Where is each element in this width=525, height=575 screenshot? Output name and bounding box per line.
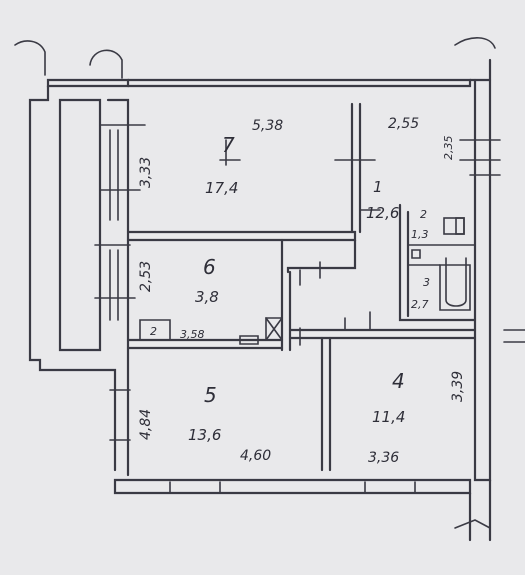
room-4: 4 11,4 xyxy=(372,369,405,426)
dim-room4-depth: 3,39 xyxy=(450,371,466,402)
interior-walls xyxy=(126,102,477,472)
dim-room1-width: 2,55 xyxy=(388,116,419,132)
dim-room7-depth: 3,33 xyxy=(138,157,154,188)
outer-walls xyxy=(14,37,496,542)
dim-room1-depth: 2,35 xyxy=(442,136,455,161)
room-2: 2 1,3 xyxy=(411,208,429,241)
dim-room5-depth: 4,84 xyxy=(138,409,154,440)
room-1-area: 12,6 xyxy=(366,204,399,222)
room-2-area: 1,3 xyxy=(411,228,429,241)
dimension-labels: 5,38 2,55 2,35 3,33 2,53 2 3,58 4,84 4,6… xyxy=(138,116,466,466)
room-1: 1 12,6 xyxy=(366,178,399,222)
dim-room4-width: 3,36 xyxy=(368,450,399,466)
room-7-area: 17,4 xyxy=(205,179,238,197)
room-7: 7 17,4 xyxy=(205,133,238,197)
room-3-number: 3 xyxy=(423,276,430,289)
room-7-number: 7 xyxy=(222,133,235,157)
dim-room6-width: 3,58 xyxy=(180,328,205,341)
dim-room7-width: 5,38 xyxy=(252,118,283,134)
room-6: 6 3,8 xyxy=(195,255,219,306)
room-1-number: 1 xyxy=(373,178,383,196)
room-5-area: 13,6 xyxy=(188,426,221,444)
room-3-area: 2,7 xyxy=(411,298,429,311)
room-3: 3 2,7 xyxy=(411,276,430,311)
room-6-number: 6 xyxy=(203,255,216,279)
room-6-area: 3,8 xyxy=(195,288,219,306)
room-5: 5 13,6 xyxy=(188,383,221,444)
room-5-number: 5 xyxy=(204,383,217,407)
dim-room6-depth: 2,53 xyxy=(138,261,154,292)
room-4-number: 4 xyxy=(392,369,405,393)
room-2-number: 2 xyxy=(420,208,427,221)
closet-label: 2 xyxy=(150,325,157,338)
room-4-area: 11,4 xyxy=(372,408,405,426)
dimension-ticks xyxy=(94,124,525,494)
dim-room5-width: 4,60 xyxy=(240,448,271,464)
